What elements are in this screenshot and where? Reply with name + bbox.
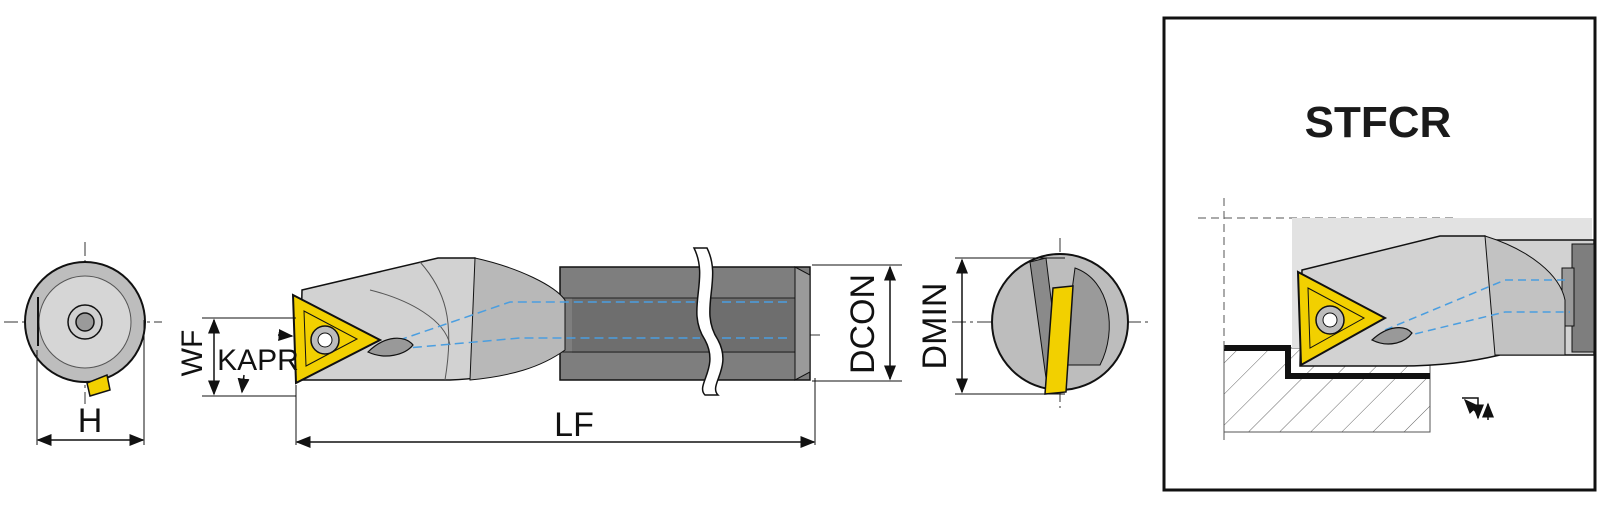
dcon-label: DCON (844, 274, 882, 374)
lf-label: LF (554, 406, 594, 444)
panel-title: STFCR (1305, 98, 1452, 147)
detail-panel: STFCR (1162, 16, 1597, 492)
shank-break (692, 247, 724, 396)
wf-label: WF (176, 330, 209, 377)
insert-end-view-right (1044, 285, 1074, 395)
h-label: H (78, 402, 103, 440)
kapr-label: KAPR (217, 344, 299, 377)
end-view-right: DMIN (916, 238, 1152, 408)
dmin-label: DMIN (916, 283, 954, 370)
feed-arrow-diagonal (1463, 398, 1479, 415)
insert-end-view-left (86, 373, 111, 397)
side-view: LF WF KAPR DCON (176, 247, 902, 448)
end-view-left: H (4, 242, 162, 446)
